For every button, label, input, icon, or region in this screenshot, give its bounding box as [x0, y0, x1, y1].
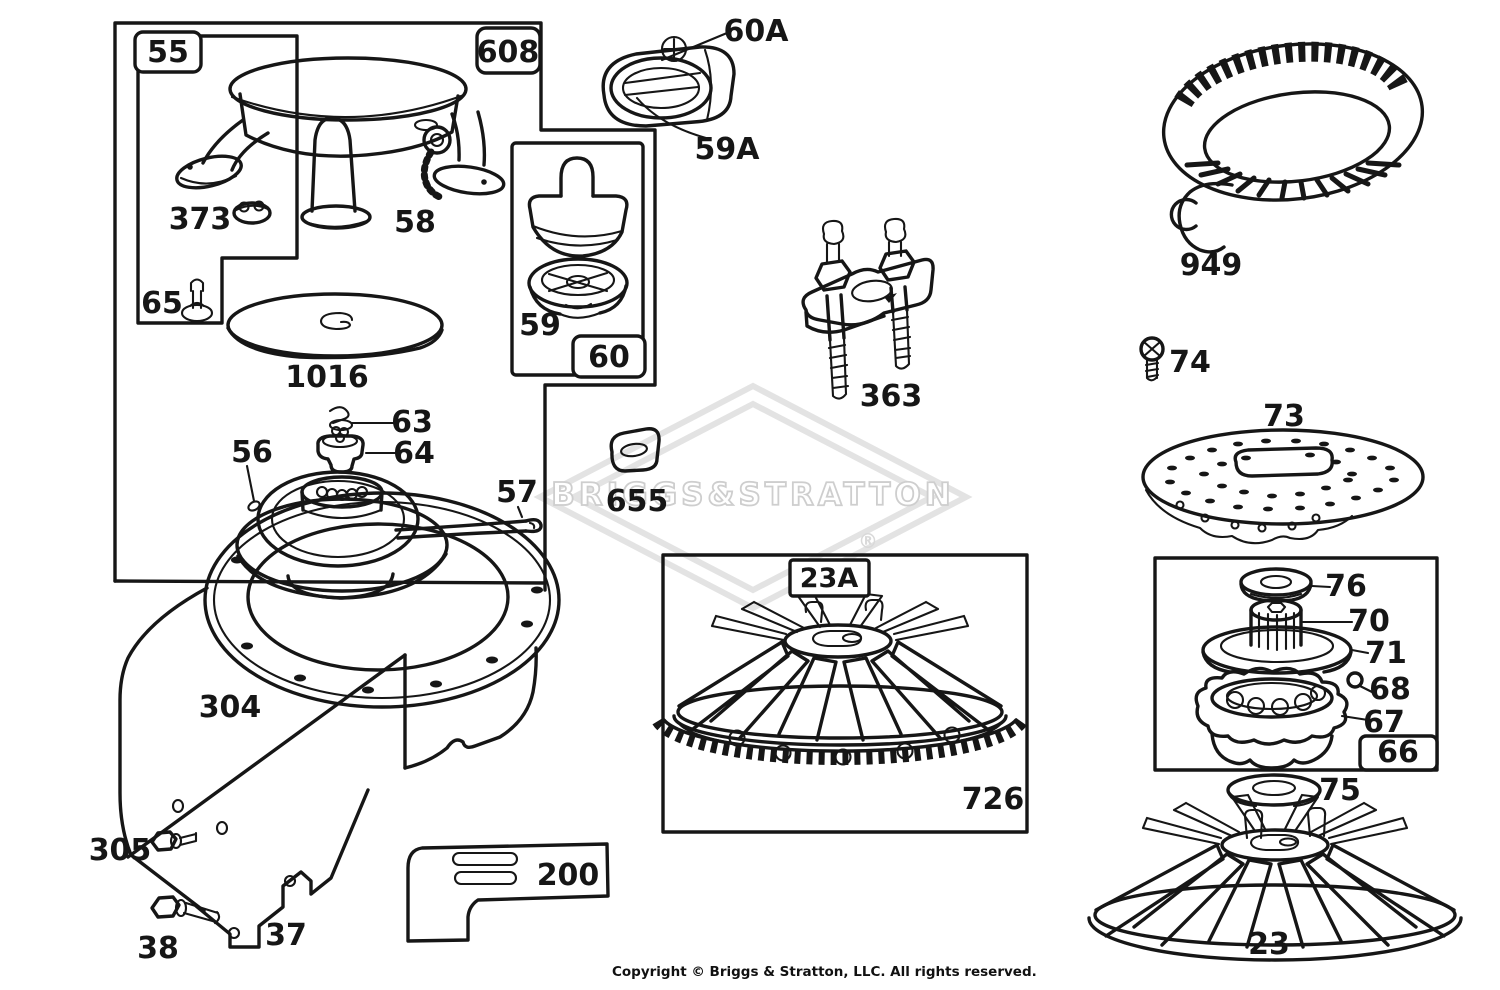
copyright-notice: Copyright © Briggs & Stratton, LLC. All …: [612, 964, 1037, 980]
callout-60: 60: [588, 340, 630, 375]
callout-59A: 59A: [695, 132, 761, 167]
part-starter-pulley-disc-1016: 1016: [226, 292, 444, 395]
callout-70: 70: [1348, 604, 1390, 639]
callout-74: 74: [1169, 345, 1211, 380]
part-starter-grip-top-60A: 60A 59A: [601, 14, 790, 167]
screen-perforations: [1165, 438, 1399, 533]
callout-23A: 23A: [800, 563, 859, 594]
callout-56: 56: [231, 435, 273, 470]
callout-23: 23: [1248, 927, 1290, 962]
group-box-23A: 726 23A: [652, 553, 1029, 834]
part-control-bracket-363: 363: [801, 217, 935, 414]
callout-68: 68: [1369, 672, 1411, 707]
callout-58: 58: [394, 205, 436, 240]
part-cover-bracket-200: 200: [406, 842, 610, 943]
callout-655: 655: [606, 484, 669, 519]
callout-60A: 60A: [724, 14, 790, 49]
callout-75: 75: [1319, 773, 1361, 808]
part-blower-housing-304: 304: [118, 491, 561, 913]
part-rewind-pulley-assembly: 63 64 56 57: [231, 405, 543, 600]
part-rope-pulley-60: [527, 257, 629, 319]
part-clutch-ratchet-70: [1249, 598, 1354, 652]
part-starter-rod-57: [394, 517, 543, 540]
part-screw-65: 65: [141, 278, 214, 323]
part-handle-insert-64: [316, 433, 365, 474]
part-rewind-starter-housing: 58: [175, 56, 506, 240]
briggs-stratton-watermark: BRIGGS&STRATTON ®: [533, 382, 973, 612]
callout-1016: 1016: [285, 360, 369, 395]
callout-63: 63: [391, 405, 433, 440]
callout-726: 726: [962, 782, 1025, 817]
callout-949: 949: [1180, 248, 1243, 283]
callout-64: 64: [393, 436, 435, 471]
part-washer-75: 75: [1226, 773, 1361, 808]
callout-57: 57: [496, 475, 538, 510]
part-flywheel-23: 23: [1087, 793, 1463, 962]
group-box-55: 55: [133, 30, 299, 325]
group-box-59-60: 59 60: [510, 141, 647, 379]
part-bolt-38: 38: [137, 895, 221, 966]
callout-71: 71: [1365, 636, 1407, 671]
group-box-outer: [113, 21, 657, 592]
group-box-66: 76 70 71 68: [1153, 556, 1439, 772]
part-flywheel-ring-gear-949: 949: [1161, 41, 1425, 283]
part-clutch-washer-71: [1201, 625, 1370, 675]
part-steel-ball-68: [1346, 671, 1374, 694]
part-clutch-housing-67: [1194, 666, 1370, 770]
part-screw-74: 74: [1139, 336, 1211, 382]
callout-608: 608: [477, 35, 540, 70]
callout-66: 66: [1377, 735, 1419, 770]
callout-65: 65: [141, 286, 183, 321]
callout-363: 363: [860, 379, 923, 414]
callout-73: 73: [1263, 399, 1305, 434]
callout-59: 59: [519, 308, 561, 343]
callout-76: 76: [1325, 569, 1367, 604]
callout-38: 38: [137, 931, 179, 966]
watermark-registered-icon: ®: [858, 529, 878, 553]
part-mounting-bracket-37: 37: [194, 788, 370, 953]
callout-305: 305: [89, 833, 152, 868]
part-hex-nut-373: 373: [169, 200, 272, 237]
part-starter-rope-grommet: [420, 125, 452, 201]
part-rope-clip-655: 655: [606, 427, 669, 519]
callout-304: 304: [199, 690, 262, 725]
part-ratchet-cover-76: [1239, 567, 1332, 603]
housing-bolt-holes: [231, 556, 543, 694]
callout-55: 55: [147, 35, 189, 70]
callout-373: 373: [169, 202, 232, 237]
part-flywheel-726: 726: [652, 592, 1028, 817]
callout-37: 37: [265, 918, 307, 953]
callout-200: 200: [537, 858, 600, 893]
group-box-608-label: 608: [475, 26, 542, 75]
watermark-brand-text: BRIGGS&STRATTON: [551, 477, 955, 513]
part-bolt-305: 305: [89, 830, 198, 868]
part-starter-grip-59: [527, 156, 629, 258]
callout-67: 67: [1363, 705, 1405, 740]
part-rotating-screen-73: 73: [1141, 399, 1425, 545]
